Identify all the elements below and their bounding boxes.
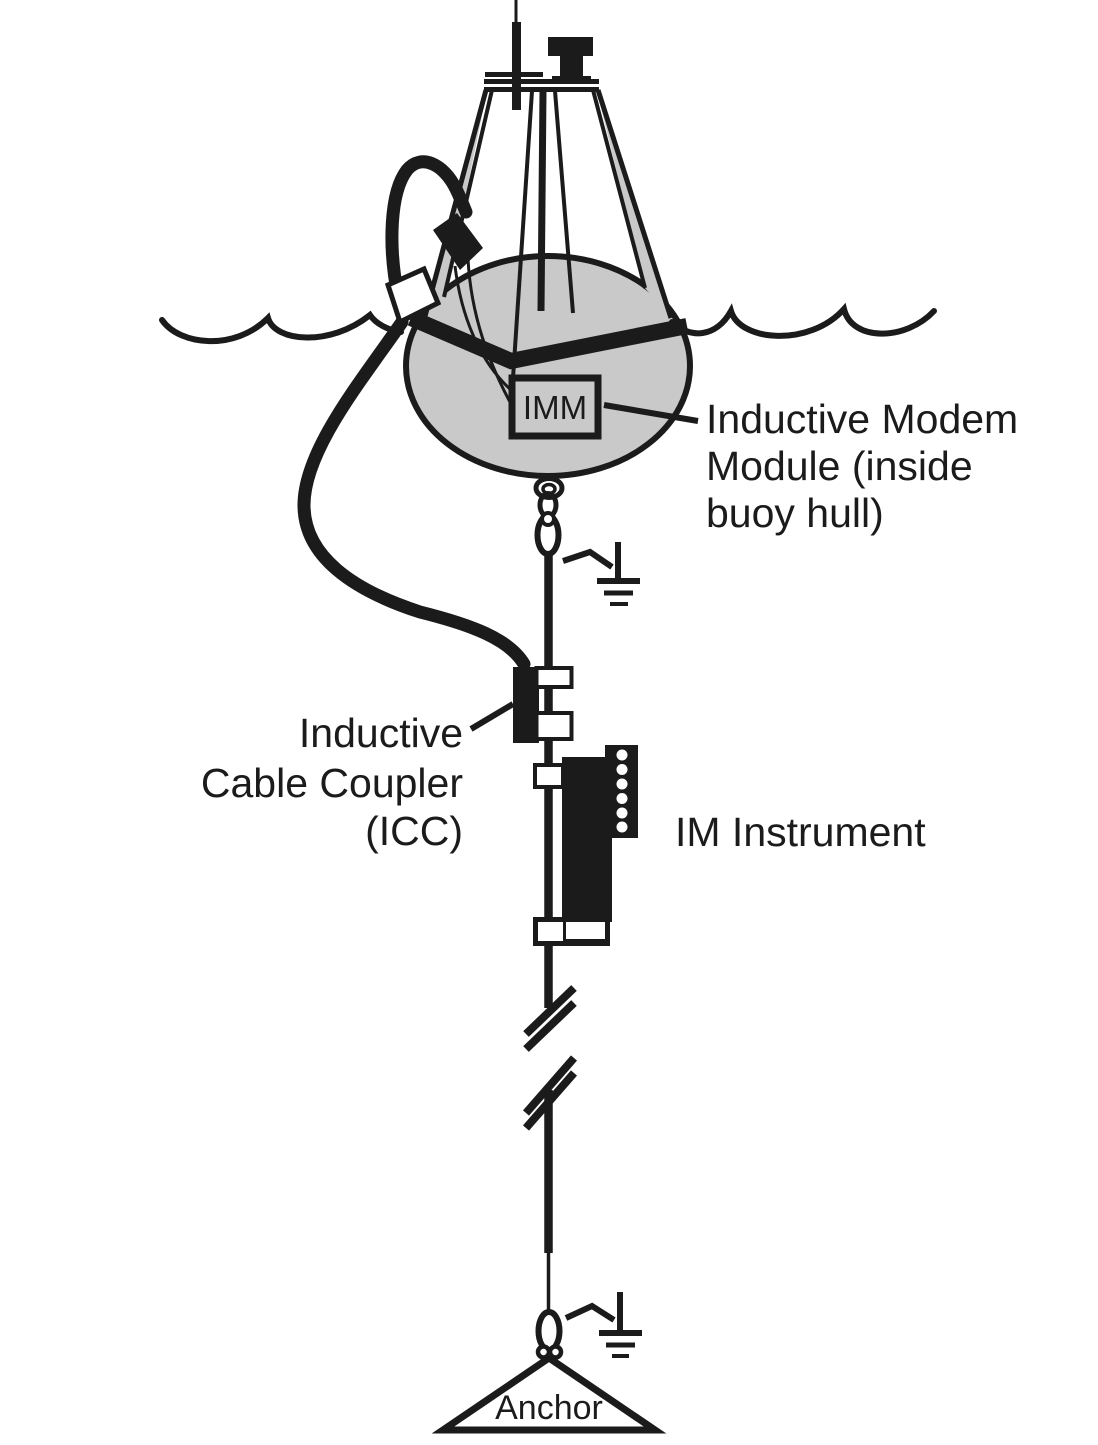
imm-connection-wire-1 (453, 265, 513, 392)
icc-label-line3: (ICC) (365, 808, 463, 854)
tower-mast-left (511, 90, 534, 379)
tower-leg-inner-left (442, 89, 494, 298)
imm-module: IMM (508, 374, 602, 440)
cable-run (297, 315, 531, 671)
inductive-cable (297, 155, 531, 671)
anchor-shackle-left (535, 1344, 552, 1360)
swivel-ring (540, 511, 556, 527)
anchor-shackle-right (547, 1344, 564, 1360)
buoy-hull (403, 253, 693, 479)
anchor-label: Anchor (495, 1389, 603, 1427)
icc-label-line2: Cable Coupler (201, 760, 463, 806)
waterline-wave-right (669, 302, 937, 339)
cable-break-marks (522, 985, 578, 1131)
earth-ground-icon-upper (562, 542, 640, 606)
leader-line-icc (469, 701, 515, 732)
tower-mast-center (537, 90, 547, 312)
earth-ground-icon-lower (564, 1292, 642, 1358)
instrument-sensor-holes (616, 749, 628, 833)
ground-lead-upper (562, 548, 614, 570)
instrument-clamp-top (533, 763, 565, 789)
imm-connection-wire-2 (466, 258, 513, 405)
im-instrument (533, 745, 638, 946)
waterline-wave-left (159, 310, 404, 345)
waterline-band (407, 310, 689, 370)
break-slash-3 (522, 1055, 578, 1116)
tower-mast-right (553, 90, 575, 314)
buoy-tower (421, 0, 674, 379)
anchor-assembly: Anchor (431, 1309, 667, 1434)
cable-junction-box (384, 265, 442, 326)
tower-leg-inner-right (591, 89, 647, 289)
cable-loop (385, 155, 473, 303)
im-instrument-label: IM Instrument (675, 809, 926, 855)
icc-clamp-lower (534, 711, 574, 741)
instrument-clamp-bottom (533, 917, 610, 946)
tower-leg-outer-right (595, 89, 674, 319)
cable-connector (433, 213, 483, 270)
imm-box (508, 374, 602, 440)
icc-label-line1: Inductive (299, 710, 463, 756)
labels: Inductive Modem Module (inside buoy hull… (201, 396, 1018, 855)
imm-module-label-line1: Inductive Modem (706, 396, 1018, 442)
instrument-body (562, 745, 638, 922)
icc-clamp-upper (534, 666, 574, 689)
ground-lead-lower (564, 1302, 616, 1323)
swivel-chain (533, 476, 565, 557)
inductive-cable-coupler (513, 666, 574, 743)
imm-box-label: IMM (523, 389, 587, 426)
beacon-light-icon (548, 37, 593, 84)
break-slash-2 (523, 1000, 577, 1052)
imm-module-label-line2: Module (inside (706, 443, 973, 489)
imm-module-label-line3: buoy hull) (706, 490, 884, 536)
anchor-triangle (431, 1353, 667, 1434)
break-slash-1 (523, 985, 577, 1037)
break-slash-4 (522, 1070, 578, 1131)
tower-leg-outer-left (421, 89, 489, 321)
leader-line-imm (603, 402, 699, 424)
